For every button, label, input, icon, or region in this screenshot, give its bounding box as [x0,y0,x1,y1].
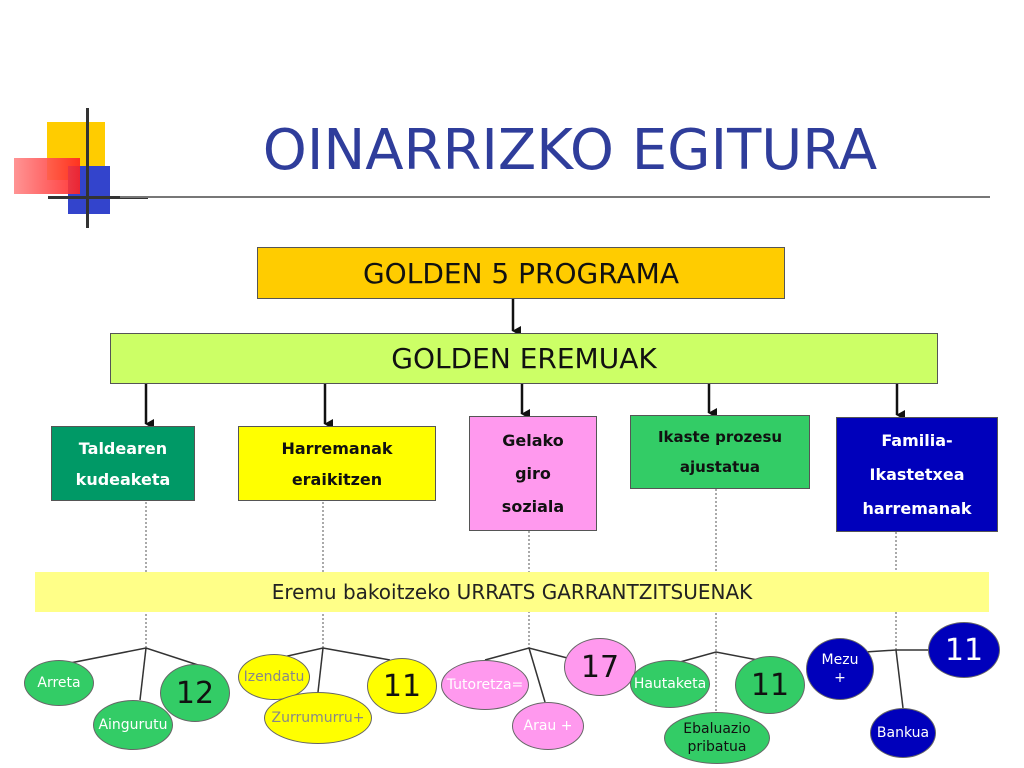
branch-group4 [679,651,769,663]
node-mezu: Mezu + [806,638,874,700]
branch-group5-mid [895,649,904,709]
page-title: OINARRIZKO EGITURA [262,118,878,183]
steps-bar: Eremu bakoitzeko URRATS GARRANTZITSUENAK [35,572,989,612]
areas-box: GOLDEN EREMUAK [110,333,938,384]
title-underline [120,196,990,198]
branch-group2-mid [317,647,324,693]
logo-vertical-line [86,108,89,228]
node-arreta: Arreta [24,660,94,706]
count-group2: 11 [367,658,437,714]
count-group5: 11 [928,622,1000,678]
node-bankua: Bankua [870,708,936,758]
logo-red-square [14,158,80,194]
logo-horizontal-line [48,196,148,199]
node-ebaluazio: Ebaluazio pribatua [664,712,770,764]
branch-group3-mid [528,647,546,703]
node-hautaketa: Hautaketa [630,660,710,708]
node-zurrumurru: Zurrumurru+ [264,692,372,744]
program-box: GOLDEN 5 PROGRAMA [257,247,785,299]
logo-decoration [10,108,150,230]
count-group3: 17 [564,638,636,696]
branch-group1-mid [139,647,147,701]
count-group4: 11 [735,656,805,714]
branch-group1 [59,647,199,666]
count-group1: 12 [160,664,230,722]
node-tutoretza: Tutoretza= [441,660,529,710]
node-izendatu: Izendatu [238,654,310,700]
node-aingurutu: Aingurutu [93,700,173,750]
node-arau: Arau + [512,702,584,750]
